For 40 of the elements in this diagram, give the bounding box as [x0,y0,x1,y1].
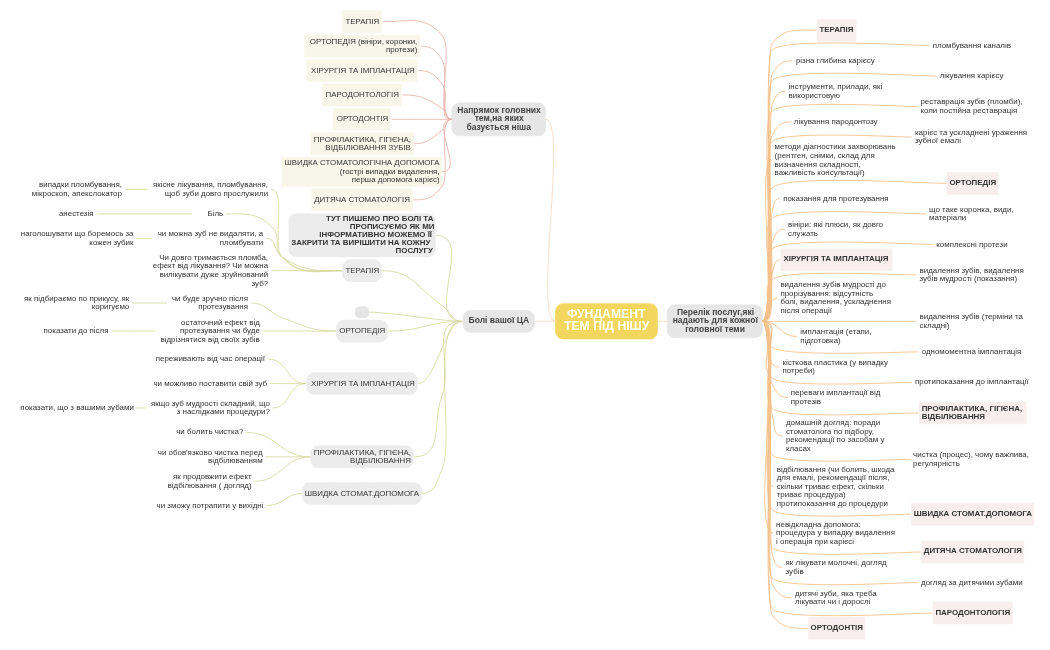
connector [761,60,793,322]
node-box: ФУНДАМЕНТ ТЕМ ПІД НІШУ [555,303,658,340]
node-box [355,306,370,318]
connector [124,189,148,190]
connector [761,320,809,629]
connector [413,320,463,458]
connector [412,118,453,201]
connector [534,320,556,322]
connector [761,320,933,617]
connector [761,179,947,322]
connector [417,320,463,384]
connector [401,94,453,120]
connector [266,493,303,507]
connector [250,302,337,332]
connector [761,320,774,534]
connector [135,407,147,409]
connector [761,90,786,322]
connector [381,270,463,322]
connector [271,189,343,273]
connector [381,20,453,120]
node-box: Перелік послуг,які надають для кожної головної теми [666,304,763,339]
connector [761,320,793,599]
connector [761,320,783,568]
connector [421,320,463,494]
connector [96,213,193,215]
connector [271,383,307,409]
connector [271,270,343,272]
connector [225,213,343,272]
connector [266,237,343,272]
connector [111,330,156,332]
connector [262,330,337,332]
connector [135,237,153,239]
connector [657,320,668,322]
connector [132,302,168,304]
connector [761,29,817,322]
connector [441,118,453,173]
node-box: Напрямок головних тем,на яких базується ніша [451,102,547,137]
connector [254,456,311,482]
node-box: Болі вашої ЦА [462,310,535,333]
connector [545,118,556,322]
